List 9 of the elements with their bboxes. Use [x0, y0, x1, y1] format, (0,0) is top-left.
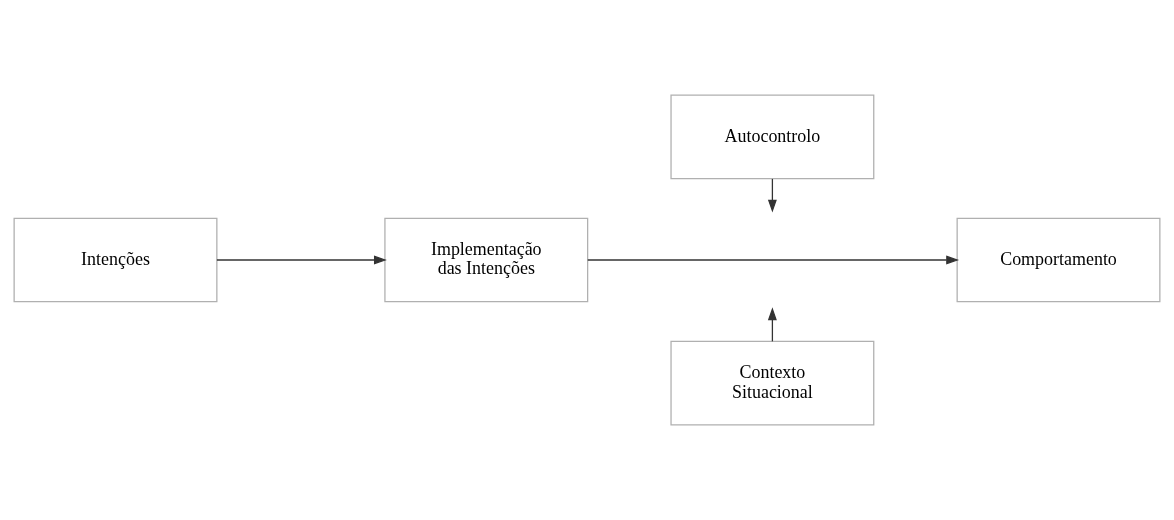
- arrow: [216, 255, 387, 265]
- arrow: [767, 178, 777, 213]
- node-box: Contexto Situacional: [670, 340, 875, 426]
- node-box: Implementação das Intenções: [384, 217, 589, 303]
- node-box: Autocontrolo: [670, 94, 875, 180]
- node-box: Comportamento: [956, 217, 1161, 303]
- arrow: [587, 255, 960, 265]
- arrow: [767, 307, 777, 342]
- node-box: Intenções: [13, 217, 218, 303]
